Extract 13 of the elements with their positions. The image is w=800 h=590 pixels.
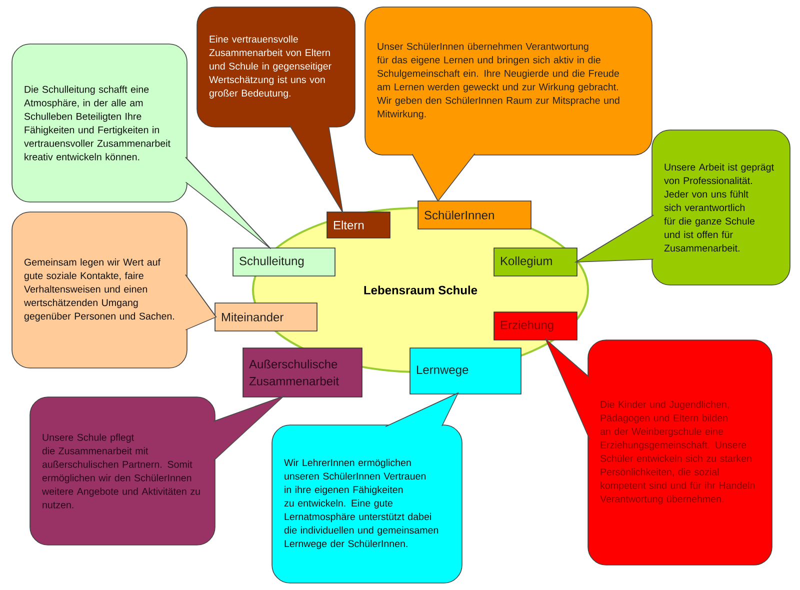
speech-bubble: Unsere Schule pflegt die Zusammenarbeit mit außerschulischen Partnern. Somit ermöglichen wir den SchülerInnen weitere Angebote und Aktivitäten zu nutzen. bbox=[30, 396, 216, 546]
speech-bubble: Wir LehrerInnen ermöglichen unseren SchülerInnen Vertrauen in ihre eigenen Fähigkeiten zu entwickeln. Eine gute Lernatmosphäre unterstützt dabei die individuellen und gemeinsamen Lernwege der SchülerInnen. bbox=[272, 424, 462, 584]
tail-line bbox=[412, 154, 438, 202]
topic-box: Schulleitung bbox=[232, 248, 336, 276]
topic-box: Miteinander bbox=[214, 302, 318, 332]
topic-box: SchülerInnen bbox=[418, 200, 532, 230]
speech-bubble: Gemeinsam legen wir Wert auf gute soziale Kontakte, faire Verhaltensweisen und einen wertschätzenden Umgang gegenüber Personen und Sachen. bbox=[12, 212, 188, 368]
speech-bubble: Unser SchülerInnen übernehmen Verantwortung für das eigene Lernen und bringen sich aktiv in die Schulgemeinschaft ein. Ihre Neugierde und die Freude am Lernen werden geweckt und zur Wirkung gebracht. Wir geben den SchülerInnen Raum zur Mitsprache und Mitwirkung. bbox=[364, 6, 652, 156]
speech-bubble: Unsere Arbeit ist geprägt von Professionalität. Jeder von uns fühlt sich verantwortlich für die ganze Schule und ist offen für Zusammenarbeit. bbox=[652, 130, 790, 286]
topic-box: Außerschulische Zusammenarbeit bbox=[242, 348, 362, 398]
speech-bubble: Eine vertrauensvolle Zusammenarbeit von Eltern und Schule in gegenseitiger Wertschätzung ist uns von großer Bedeutung. bbox=[196, 6, 356, 128]
tail-line bbox=[185, 274, 216, 318]
speech-bubble: Die Schulleitung schafft eine Atmosphäre, in der alle am Schulleben Beteiligten Ihre Fähigkeiten und Fertigkeiten in vertrauensvoller Zusammenarbeit kreativ entwickeln können. bbox=[12, 44, 188, 202]
